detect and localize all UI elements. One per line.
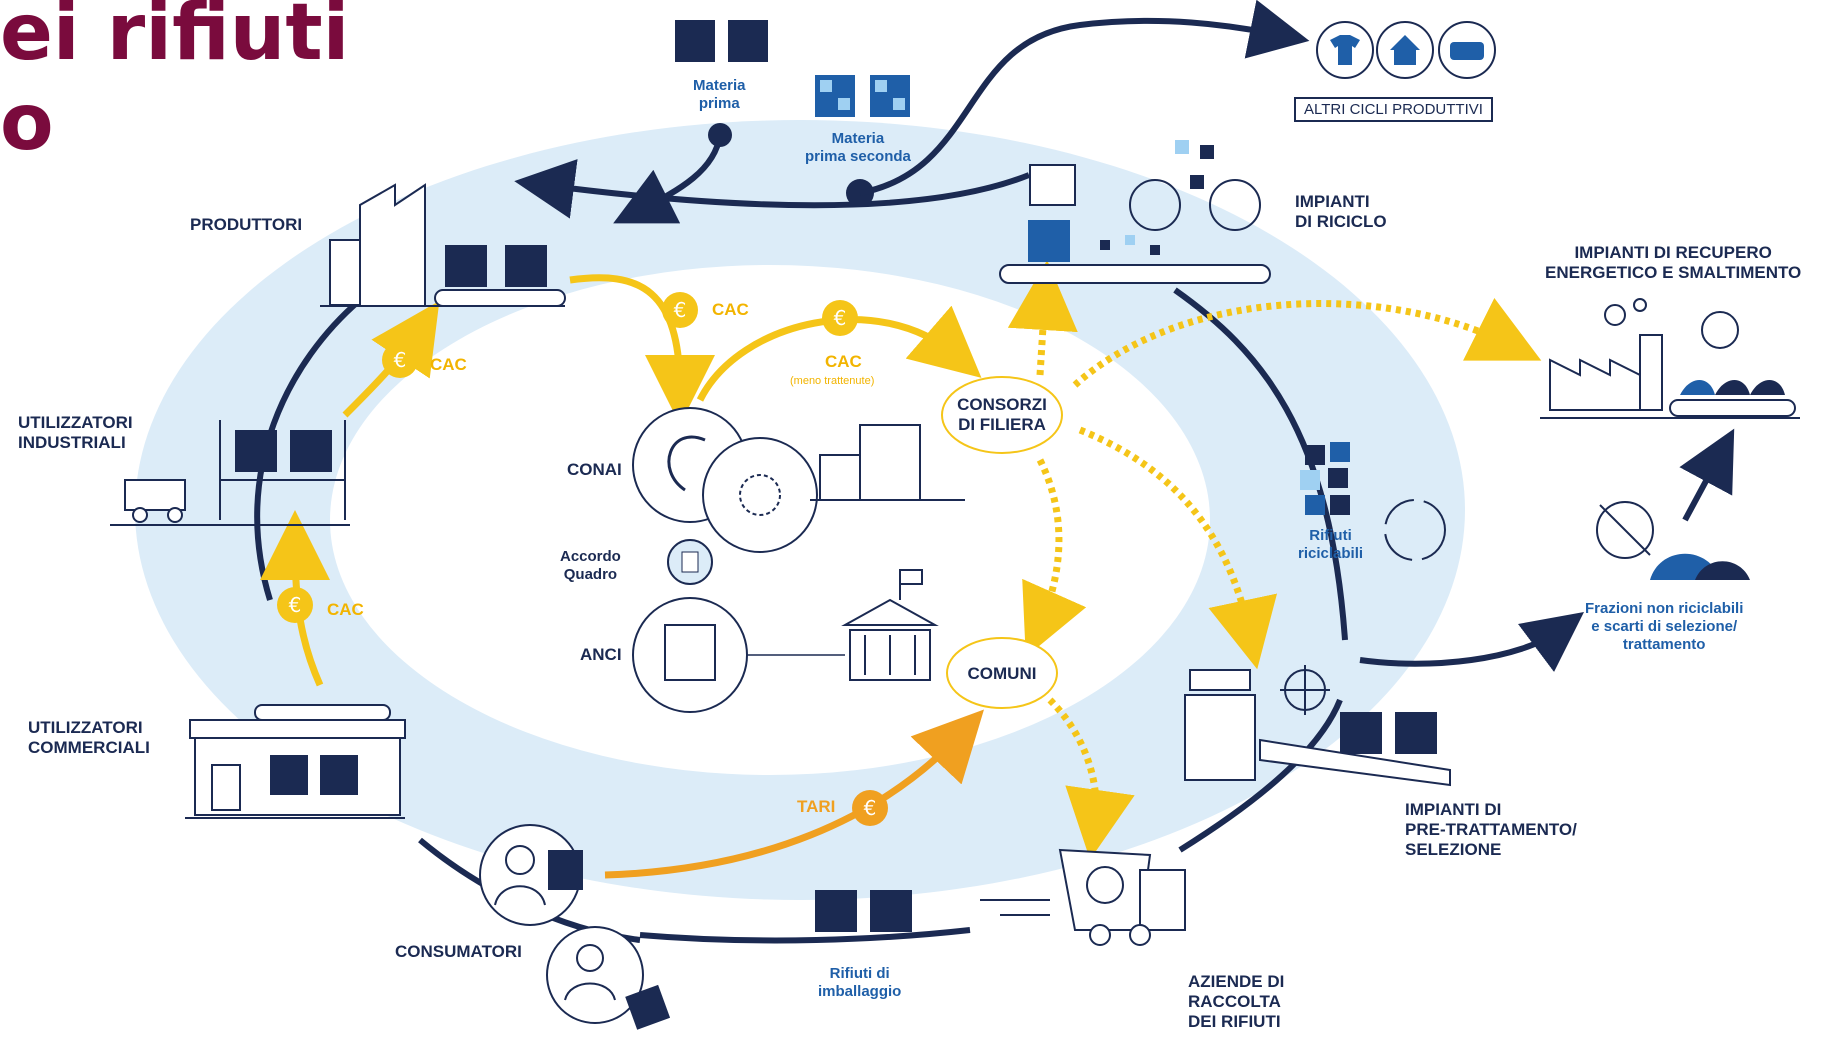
materia-prima-block-1 [675, 20, 715, 62]
label-materia-prima-seconda: Materia prima seconda [805, 130, 911, 165]
coin-tari: € [852, 790, 888, 826]
label-tari: TARI [797, 797, 836, 816]
svg-text:€: € [834, 306, 847, 330]
cycle-arc-bottom [639, 927, 971, 944]
anci-logo [632, 597, 748, 713]
label-impianti-riciclo: IMPIANTI DI RICICLO [1295, 192, 1387, 231]
label-consumatori: CONSUMATORI [395, 942, 522, 961]
imballaggio-block-1 [815, 890, 857, 932]
altri-cicli-arrow [859, 0, 1310, 196]
label-impianti-recupero: IMPIANTI DI RECUPERO ENERGETICO E SMALTI… [1545, 243, 1802, 282]
label-impianti-pretrattamento: IMPIANTI DI PRE-TRATTAMENTO/ SELEZIONE [1405, 800, 1577, 859]
svg-text:€: € [394, 348, 407, 372]
label-cac-2: CAC [825, 352, 862, 371]
label-altri-cicli: ALTRI CICLI PRODUTTIVI [1294, 97, 1493, 122]
coin-cac-2: € [822, 300, 858, 336]
comuni-oval [946, 637, 1058, 709]
label-accordo-quadro: Accordo Quadro [560, 548, 621, 583]
imballaggio-block-2 [870, 890, 912, 932]
coin-cac-1: € [662, 292, 698, 328]
coin-cac-4: € [277, 587, 313, 623]
cac-flow-3 [342, 300, 440, 418]
dash-consorzi-pretratt [1078, 426, 1278, 670]
cac-flow-2 [696, 305, 982, 402]
svg-text:€: € [674, 298, 687, 322]
consumer-icon [479, 824, 583, 926]
cac-flow-1 [569, 274, 715, 425]
label-rifiuti-imballaggio: Rifiuti di imballaggio [818, 965, 902, 1000]
materia-prima-block-2 [728, 20, 768, 62]
label-cac-1: CAC [712, 300, 749, 319]
truck-forklift-icon [110, 420, 350, 526]
label-aziende-raccolta: AZIENDE DI RACCOLTA DEI RIFIUTI [1188, 972, 1285, 1031]
page-title: ei rifiuti o [0, 0, 350, 168]
tshirt-icon [1316, 21, 1374, 79]
cycle-arc-left [254, 297, 362, 601]
dash-consorzi-riciclo [1007, 260, 1078, 376]
materia-seconda-blocks [815, 75, 910, 117]
recupero-arrow [1679, 428, 1735, 522]
label-anci: ANCI [580, 645, 622, 664]
consumer-icon-2 [546, 926, 671, 1030]
conai-seal [702, 437, 818, 553]
factory-icon [320, 183, 566, 307]
coin-cac-3: € [382, 342, 418, 378]
label-cac-3: CAC [430, 355, 467, 374]
recycle-icon [1384, 499, 1446, 561]
incinerator-icon [1540, 298, 1800, 419]
label-meno-trattenute: (meno trattenute) [790, 375, 875, 387]
shop-icon [185, 704, 406, 819]
label-comuni: COMUNI [967, 664, 1037, 683]
label-conai: CONAI [567, 460, 622, 479]
materia-prima-dot [708, 123, 732, 147]
label-utilizzatori-industriali: UTILIZZATORI INDUSTRIALI [18, 413, 133, 452]
label-frazioni-non-riciclabili: Frazioni non riciclabili e scarti di sel… [1585, 600, 1744, 653]
label-materia-prima: Materia prima [693, 77, 746, 112]
svg-text:€: € [864, 796, 877, 820]
rifiuti-riciclabili-blocks [1300, 442, 1350, 515]
recycling-plant-icon [999, 140, 1271, 284]
building-icon [810, 424, 965, 501]
dash-consorzi-comuni [1022, 458, 1087, 657]
sorting-plant-icon [1184, 665, 1451, 787]
label-cac-4: CAC [327, 600, 364, 619]
label-produttori: PRODUTTORI [190, 215, 303, 234]
cycle-arc-bottom-right [1178, 698, 1343, 853]
svg-text:€: € [289, 593, 302, 617]
non-riciclabili-icon [1596, 501, 1750, 580]
label-consorzi: CONSORZI DI FILIERA [957, 395, 1047, 434]
label-utilizzatori-commerciali: UTILIZZATORI COMMERCIALI [28, 718, 150, 757]
garbage-truck-icon [980, 848, 1186, 946]
accordo-quadro-icon [667, 539, 713, 585]
label-rifiuti-riciclabili: Rifiuti riciclabili [1298, 527, 1364, 562]
townhall-icon [841, 569, 939, 681]
consorzi-oval [941, 376, 1063, 454]
car-icon [1438, 21, 1496, 79]
non-riciclabili-arrow [1359, 612, 1585, 672]
house-icon [1376, 21, 1434, 79]
tari-flow [604, 709, 984, 879]
